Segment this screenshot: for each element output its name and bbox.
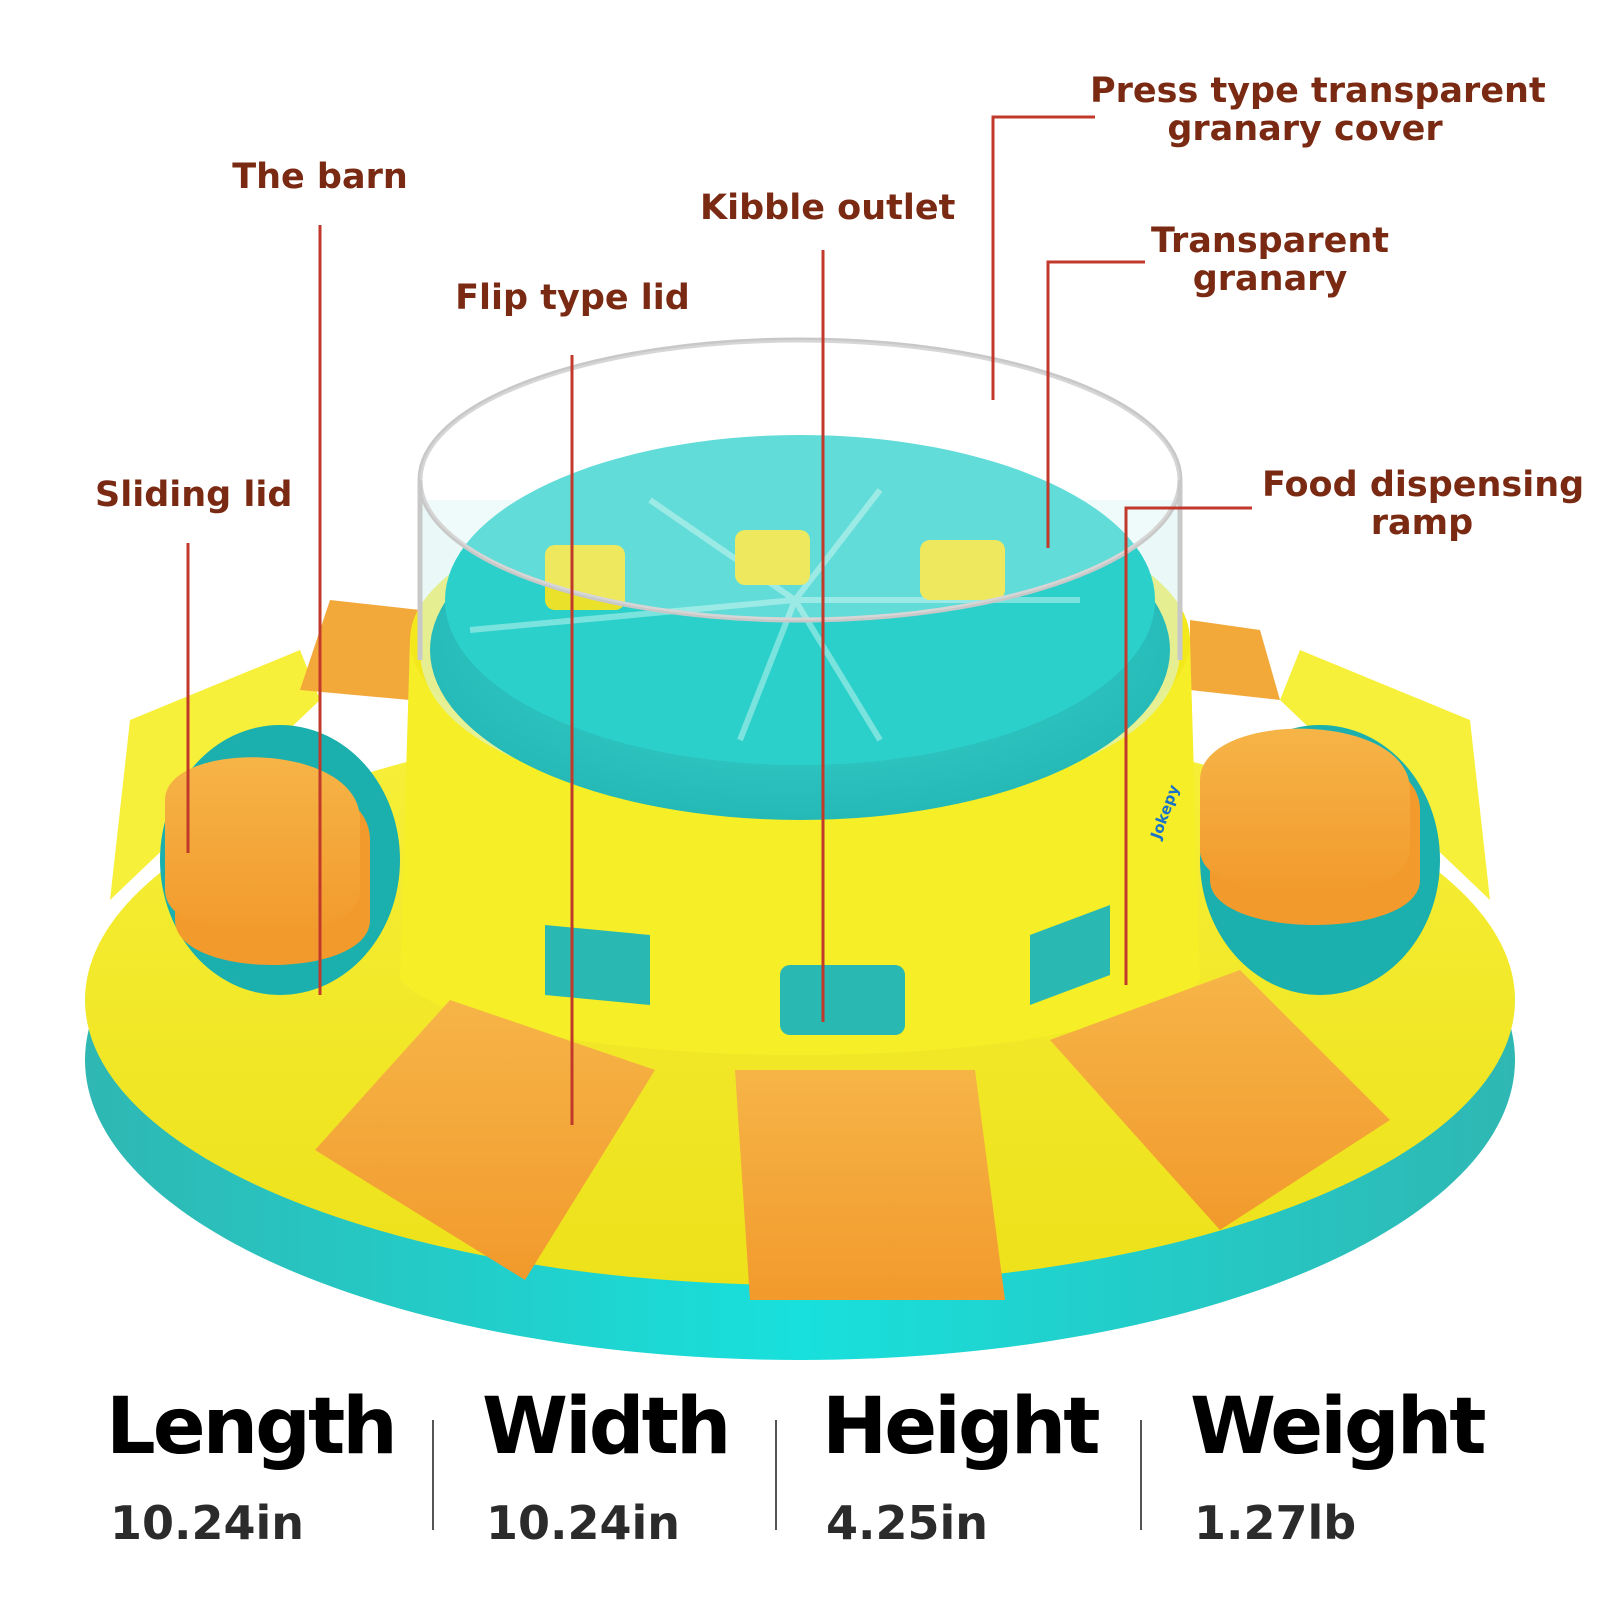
label-granary-line1: Transparent <box>1151 221 1389 261</box>
flip-lid-right[interactable] <box>1050 970 1390 1230</box>
spec-weight-value: 1.27lb <box>1194 1496 1357 1550</box>
label-barn: The barn <box>232 157 408 197</box>
spec-divider <box>1140 1420 1142 1530</box>
label-ramp-line1: Food dispensing <box>1262 465 1585 505</box>
sliding-lid-left[interactable] <box>165 757 370 965</box>
back-tabs <box>300 600 1280 700</box>
label-press-cover: Press type transparent granary cover <box>1090 71 1546 149</box>
leader-lines <box>186 115 1252 1125</box>
leader-granary <box>1046 260 1145 548</box>
spec-width-title: Width <box>482 1382 731 1472</box>
spec-divider <box>775 1420 777 1530</box>
label-flip-lid: Flip type lid <box>455 278 690 318</box>
label-press-cover-line2: granary cover <box>1167 109 1443 149</box>
label-press-cover-line1: Press type transparent <box>1090 71 1546 111</box>
label-kibble-outlet: Kibble outlet <box>700 188 956 228</box>
flip-lid-center[interactable] <box>735 1070 1005 1300</box>
label-ramp-line2: ramp <box>1370 503 1474 543</box>
spec-width-value: 10.24in <box>486 1496 681 1550</box>
spec-length-value: 10.24in <box>110 1496 305 1550</box>
label-sliding-lid: Sliding lid <box>95 475 293 515</box>
leader-press-cover <box>991 115 1095 400</box>
spec-height-title: Height <box>822 1382 1101 1472</box>
label-ramp: Food dispensing ramp <box>1262 465 1585 543</box>
label-granary-line2: granary <box>1192 259 1348 299</box>
label-granary: Transparent granary <box>1150 222 1390 298</box>
spec-length-title: Length <box>106 1382 398 1472</box>
flip-lid-left[interactable] <box>315 1000 655 1280</box>
spec-divider <box>432 1420 434 1530</box>
spec-weight-title: Weight <box>1190 1382 1487 1472</box>
sliding-lid-right[interactable] <box>1200 728 1420 925</box>
leader-ramp <box>1124 506 1252 985</box>
spec-height-value: 4.25in <box>826 1496 989 1550</box>
transparent-granary <box>417 337 1183 820</box>
